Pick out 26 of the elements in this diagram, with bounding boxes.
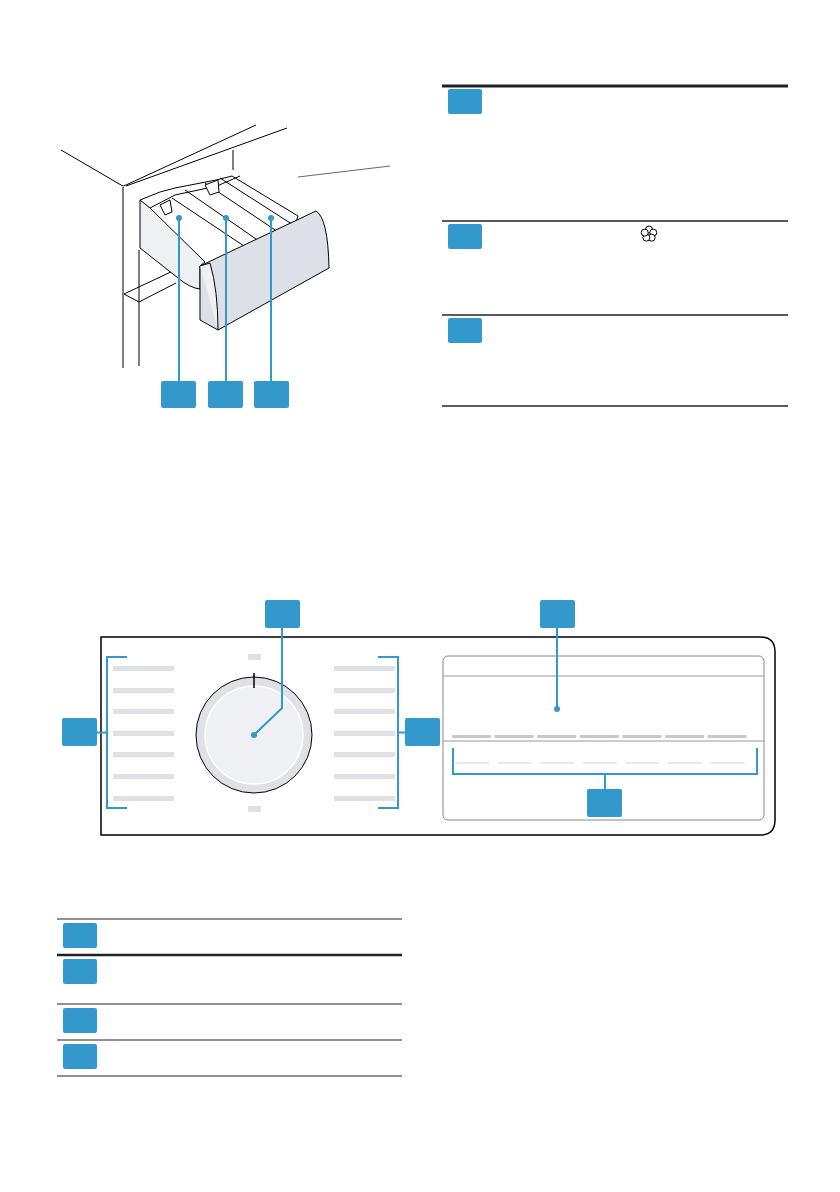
callout-box: [62, 718, 97, 746]
bracket: [452, 747, 758, 775]
leader-line: [223, 215, 229, 382]
callout-box: [448, 89, 482, 114]
callout-box: [63, 923, 97, 948]
callout-box: [161, 381, 196, 408]
callout-box: [63, 1044, 97, 1069]
callout-box: [540, 600, 575, 628]
callout-box: [405, 718, 440, 746]
callout-box: [208, 381, 243, 408]
bracket: [106, 656, 127, 809]
callout-box: [448, 318, 482, 343]
leader-line: [398, 731, 406, 734]
leader-line: [251, 627, 283, 738]
leader-line: [176, 215, 182, 382]
bracket: [377, 656, 399, 809]
callout-box: [63, 1008, 97, 1033]
callout-box: [448, 224, 482, 249]
leader-line: [604, 774, 606, 790]
callout-box: [63, 959, 97, 984]
callout-box: [254, 381, 289, 408]
leader-line: [268, 215, 274, 382]
callout-box: [587, 789, 622, 817]
leader-line: [96, 731, 107, 734]
callout-box: [265, 600, 300, 628]
leader-line: [554, 627, 560, 712]
